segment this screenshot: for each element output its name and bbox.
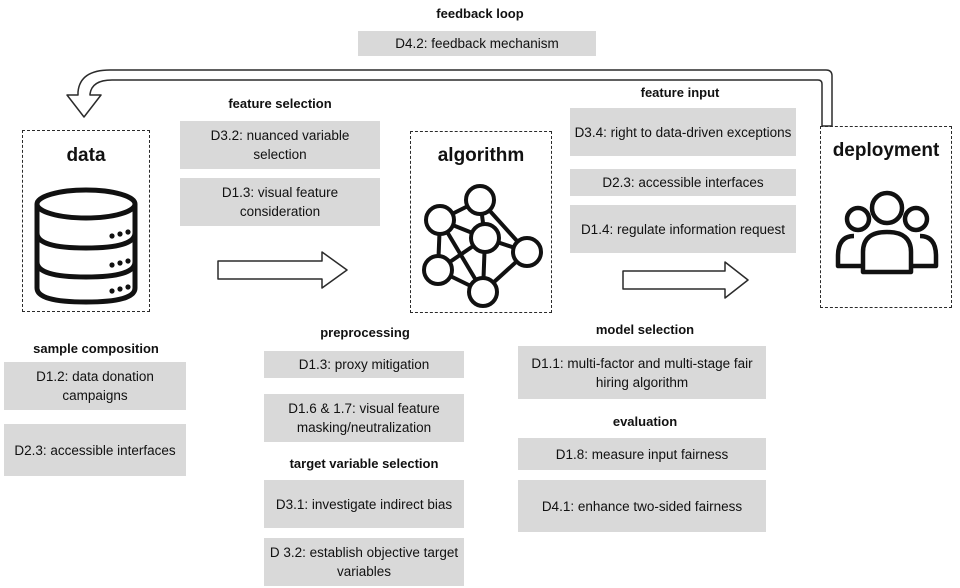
target-variable-selection-heading: target variable selection xyxy=(289,456,439,471)
deployment-stage-title: deployment xyxy=(832,140,940,161)
model-selection-heading: model selection xyxy=(595,322,695,337)
feature-input-item: D1.4: regulate information request xyxy=(570,205,796,253)
feature-input-item: D3.4: right to data-driven exceptions xyxy=(570,108,796,156)
data-stage-box xyxy=(22,130,150,312)
deployment-stage-box xyxy=(820,126,952,308)
preprocessing-item: D1.3: proxy mitigation xyxy=(264,351,464,378)
sample-composition-item: D1.2: data donation campaigns xyxy=(4,362,186,410)
algorithm-stage-title: algorithm xyxy=(437,145,525,166)
target-variable-selection-item: D3.1: investigate indirect bias xyxy=(264,480,464,528)
feature-input-item: D2.3: accessible interfaces xyxy=(570,169,796,196)
algorithm-stage-box xyxy=(410,131,552,313)
evaluation-item: D4.1: enhance two-sided fairness xyxy=(518,480,766,532)
preprocessing-heading: preprocessing xyxy=(320,325,410,340)
sample-composition-item: D2.3: accessible interfaces xyxy=(4,424,186,476)
evaluation-heading: evaluation xyxy=(612,414,678,429)
sample-composition-heading: sample composition xyxy=(33,341,159,356)
target-variable-selection-item: D 3.2: establish objective target variab… xyxy=(264,538,464,586)
feature-selection-item: D1.3: visual feature consideration xyxy=(180,178,380,226)
evaluation-item: D1.8: measure input fairness xyxy=(518,438,766,470)
feature-selection-heading: feature selection xyxy=(228,96,332,111)
feedback-loop-heading: feedback loop xyxy=(436,6,524,21)
feedback-mechanism-box: D4.2: feedback mechanism xyxy=(358,31,596,56)
data-stage-title: data xyxy=(66,145,106,166)
feature-selection-item: D3.2: nuanced variable selection xyxy=(180,121,380,169)
model-selection-item: D1.1: multi-factor and multi-stage fair … xyxy=(518,346,766,399)
preprocessing-item: D1.6 & 1.7: visual feature masking/neutr… xyxy=(264,394,464,442)
feature-input-heading: feature input xyxy=(640,85,720,100)
